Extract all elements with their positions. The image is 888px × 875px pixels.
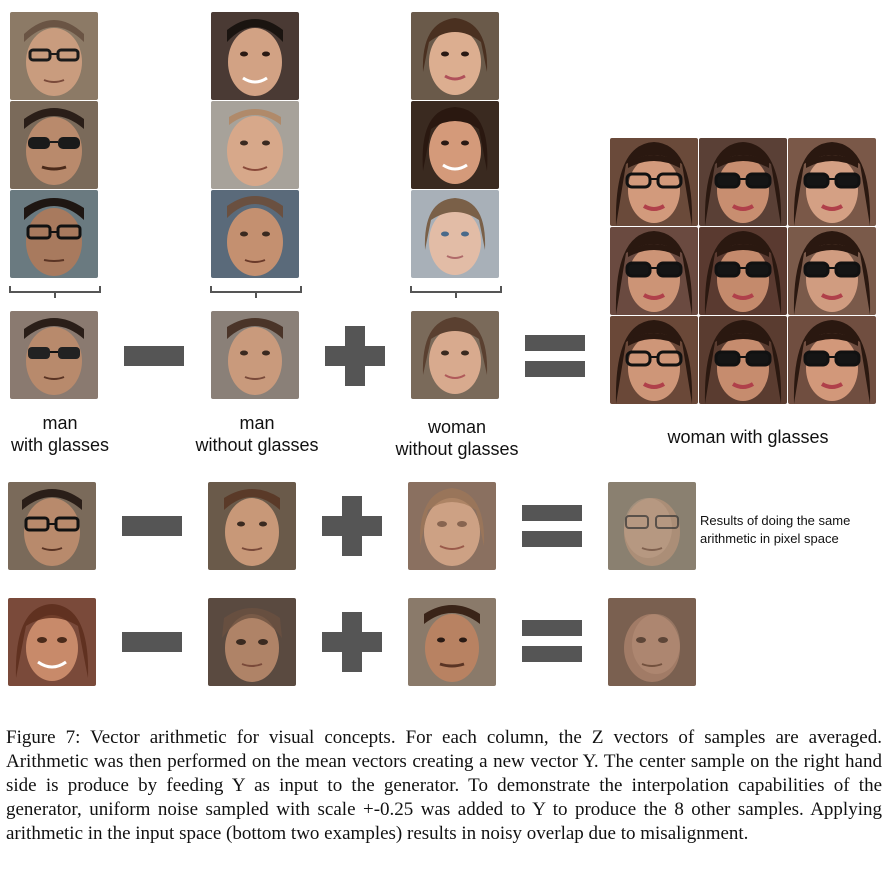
face-woman-noglasses-2 (411, 101, 499, 189)
brace-col1 (9, 286, 101, 298)
plus-sign-row3-v (342, 612, 362, 672)
face-man-noglasses-2 (211, 101, 299, 189)
result-face-9 (788, 316, 876, 404)
figure-caption: Figure 7: Vector arithmetic for visual c… (6, 727, 882, 844)
face-man-noglasses-3 (211, 190, 299, 278)
label-col2-line1: man (239, 413, 275, 433)
equals-bottom-row2 (522, 531, 582, 547)
face-avg-man-noglasses (211, 311, 299, 399)
result-grid (610, 138, 876, 404)
result-face-6 (788, 227, 876, 315)
plus-sign-row2-v (342, 496, 362, 556)
face-woman-noglasses-3 (411, 190, 499, 278)
face-pixel-row2-a (8, 482, 96, 570)
result-face-7 (610, 316, 698, 404)
label-col1: man with glasses (0, 412, 120, 456)
face-pixel-row3-b (208, 598, 296, 686)
face-pixel-row2-b (208, 482, 296, 570)
result-face-2 (699, 138, 787, 226)
label-col3: woman without glasses (380, 416, 534, 460)
face-pixel-row2-c (408, 482, 496, 570)
label-col3-line1: woman (427, 417, 487, 437)
equals-top-row3 (522, 620, 582, 636)
face-man-glasses-2 (10, 101, 98, 189)
label-col3-line2: without glasses (395, 439, 519, 459)
face-man-glasses-3 (10, 190, 98, 278)
label-col1-line2: with glasses (10, 435, 110, 455)
result-face-1 (610, 138, 698, 226)
label-col2: man without glasses (180, 412, 334, 456)
face-pixel-row3-a (8, 598, 96, 686)
face-man-glasses-1 (10, 12, 98, 100)
face-pixel-row2-result (608, 482, 696, 570)
minus-sign-row3 (122, 632, 182, 652)
face-avg-woman-noglasses (411, 311, 499, 399)
equals-bottom-row1 (525, 361, 585, 377)
pixel-note-line2: arithmetic in pixel space (700, 531, 839, 546)
face-avg-man-glasses (10, 311, 98, 399)
face-pixel-row3-c (408, 598, 496, 686)
result-face-4 (610, 227, 698, 315)
result-face-5 (699, 227, 787, 315)
minus-sign-row1 (124, 346, 184, 366)
equals-top-row2 (522, 505, 582, 521)
face-man-noglasses-1 (211, 12, 299, 100)
label-col2-line2: without glasses (195, 435, 319, 455)
equals-bottom-row3 (522, 646, 582, 662)
result-face-8 (699, 316, 787, 404)
plus-sign-row1-v (345, 326, 365, 386)
pixel-space-note: Results of doing the same arithmetic in … (700, 512, 884, 548)
label-result: woman with glasses (667, 427, 829, 447)
brace-col3 (410, 286, 502, 298)
pixel-note-line1: Results of doing the same (700, 513, 851, 528)
face-woman-noglasses-1 (411, 12, 499, 100)
result-face-3 (788, 138, 876, 226)
equals-top-row1 (525, 335, 585, 351)
label-col1-line1: man (42, 413, 78, 433)
minus-sign-row2 (122, 516, 182, 536)
face-pixel-row3-result (608, 598, 696, 686)
brace-col2 (210, 286, 302, 298)
